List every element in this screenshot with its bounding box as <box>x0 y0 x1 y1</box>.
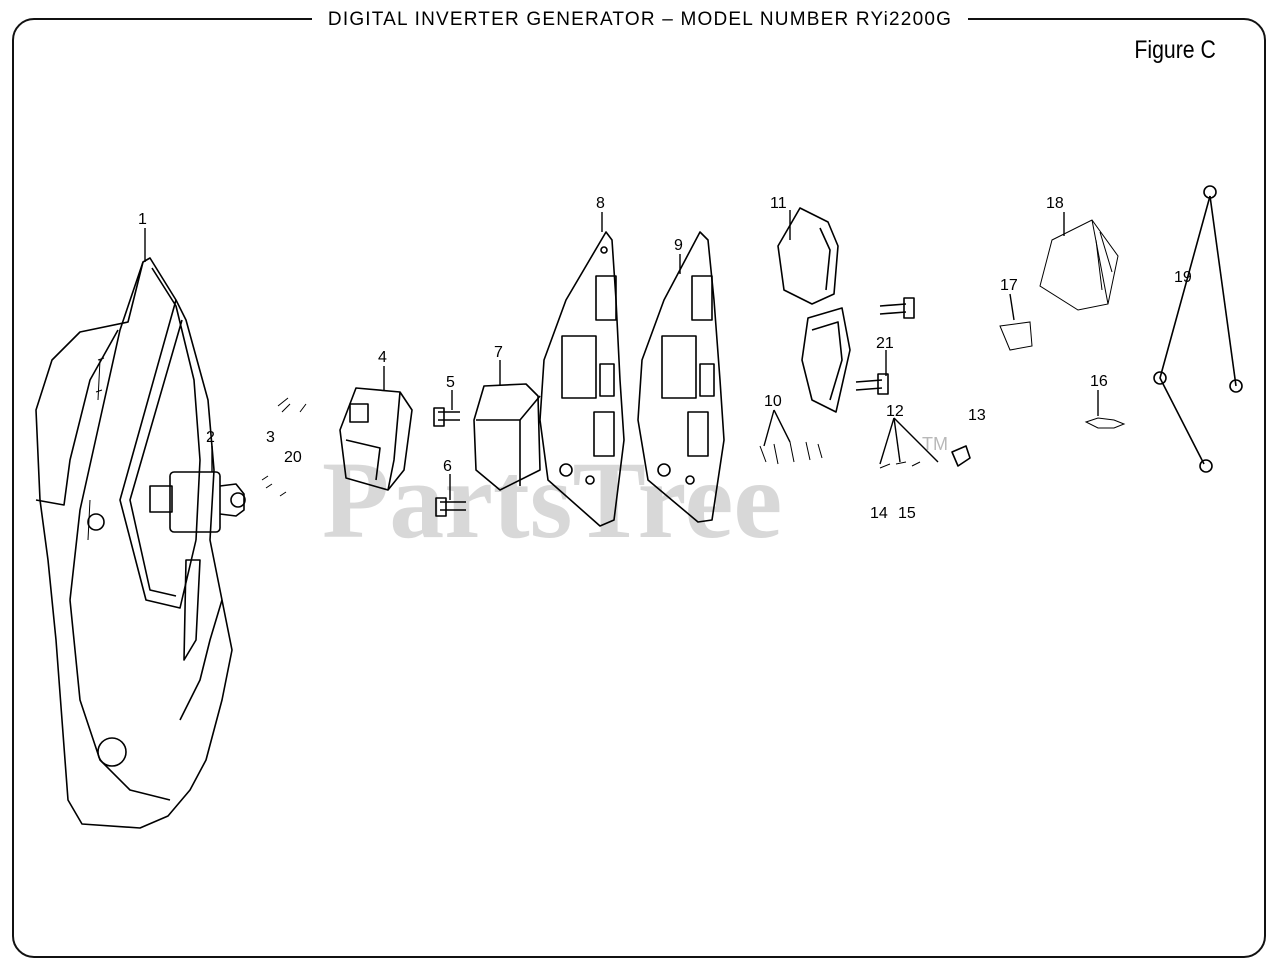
part-cover-bolts <box>855 297 915 395</box>
callout-12: 12 <box>886 403 904 420</box>
part-decal-plate <box>637 231 725 523</box>
callout-14: 14 <box>870 505 888 522</box>
part-bracket <box>1153 185 1243 473</box>
callout-4: 4 <box>378 349 387 366</box>
callout-10: 10 <box>764 393 782 410</box>
part-fuses <box>759 441 823 465</box>
callout-numbers: 1 2 3 4 5 6 7 8 9 10 11 12 13 14 15 16 1… <box>138 195 1192 522</box>
part-inverter-module <box>339 387 413 491</box>
callout-21: 21 <box>876 335 894 352</box>
callout-11: 11 <box>770 195 787 212</box>
part-control-panel <box>539 231 625 527</box>
leader-lines <box>144 210 1099 500</box>
callout-15: 15 <box>898 505 916 522</box>
part-outlet-cover <box>777 207 851 413</box>
callout-9: 9 <box>674 237 683 254</box>
callout-3: 3 <box>266 429 275 446</box>
part-switch <box>149 471 246 533</box>
callout-2: 2 <box>206 429 215 446</box>
part-small-hardware <box>261 397 307 497</box>
callout-13: 13 <box>968 407 986 424</box>
watermark-trademark: TM <box>922 434 948 454</box>
callout-16: 16 <box>1090 373 1108 390</box>
callout-6: 6 <box>443 458 452 475</box>
part-terminals <box>879 445 971 469</box>
part-bolts <box>433 407 466 517</box>
callout-5: 5 <box>446 374 455 391</box>
callout-20: 20 <box>284 449 302 466</box>
part-16 <box>1084 417 1126 429</box>
part-air-filter <box>999 219 1119 351</box>
part-front-panel <box>35 257 233 829</box>
callout-8: 8 <box>596 195 605 212</box>
watermark-text: PartsTree <box>322 439 782 561</box>
figure-label: Figure C <box>1134 36 1216 64</box>
callout-17: 17 <box>1000 277 1018 294</box>
diagram-title: DIGITAL INVERTER GENERATOR – MODEL NUMBE… <box>312 8 968 32</box>
callout-19: 19 <box>1174 269 1192 286</box>
callout-18: 18 <box>1046 195 1064 212</box>
part-module-box <box>473 383 541 491</box>
callout-7: 7 <box>494 344 503 361</box>
callout-1: 1 <box>138 211 147 228</box>
